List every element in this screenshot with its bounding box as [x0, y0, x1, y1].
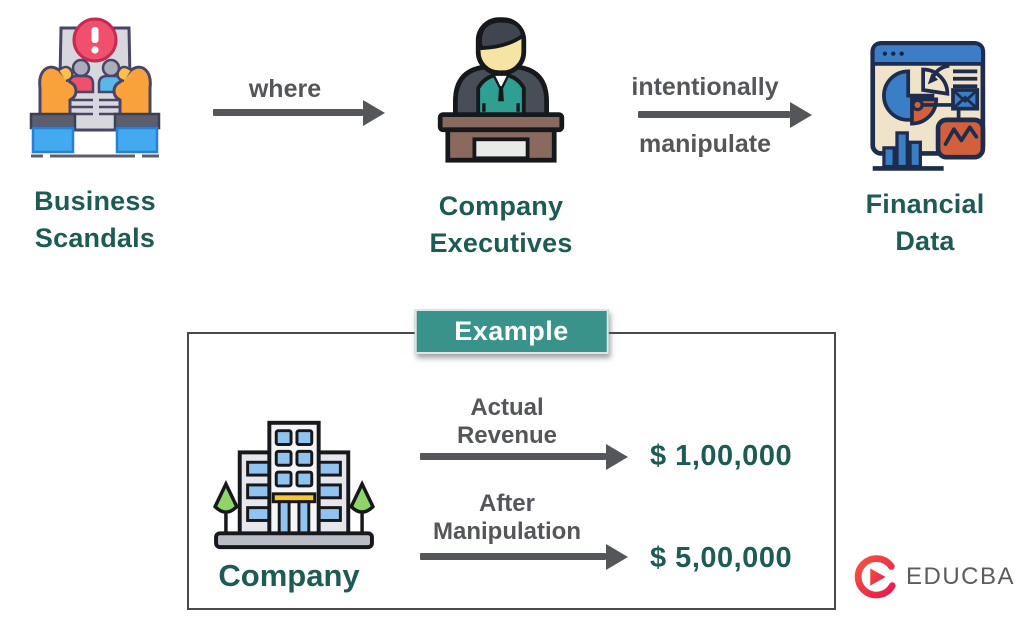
educba-logo: EDUCBA: [853, 554, 1015, 600]
company-building-icon: [209, 407, 379, 555]
arrow2-label-intentionally: intentionally: [631, 73, 779, 101]
after-manipulation-arrow: [420, 553, 606, 560]
node-label-company-executives: Company Executives: [429, 191, 573, 259]
row-label-actual-revenue: Actual Revenue: [456, 394, 558, 450]
node-label-financial-data: Financial Data: [865, 189, 985, 257]
example-badge: Example: [414, 309, 609, 354]
arrow1-where: [213, 109, 363, 116]
row-label-after-manipulation: After Manipulation: [433, 490, 581, 546]
node-label-business-scandals: Business Scandals: [34, 186, 156, 254]
company-executives-icon: [425, 12, 577, 164]
actual-revenue-value: $ 1,00,000: [650, 440, 793, 472]
financial-data-icon: [858, 34, 992, 174]
example-box: Example: [187, 309, 836, 610]
after-manipulation-value: $ 5,00,000: [650, 542, 793, 574]
educba-logo-icon: [853, 554, 899, 600]
arrow2-manipulate: [638, 111, 790, 118]
arrow1-label-where: where: [248, 75, 322, 103]
actual-revenue-arrow: [420, 453, 606, 460]
arrow2-label-manipulate: manipulate: [639, 130, 771, 158]
business-scandals-icon: [25, 8, 165, 160]
company-label: Company: [218, 558, 360, 593]
educba-logo-text: EDUCBA: [906, 563, 1016, 590]
